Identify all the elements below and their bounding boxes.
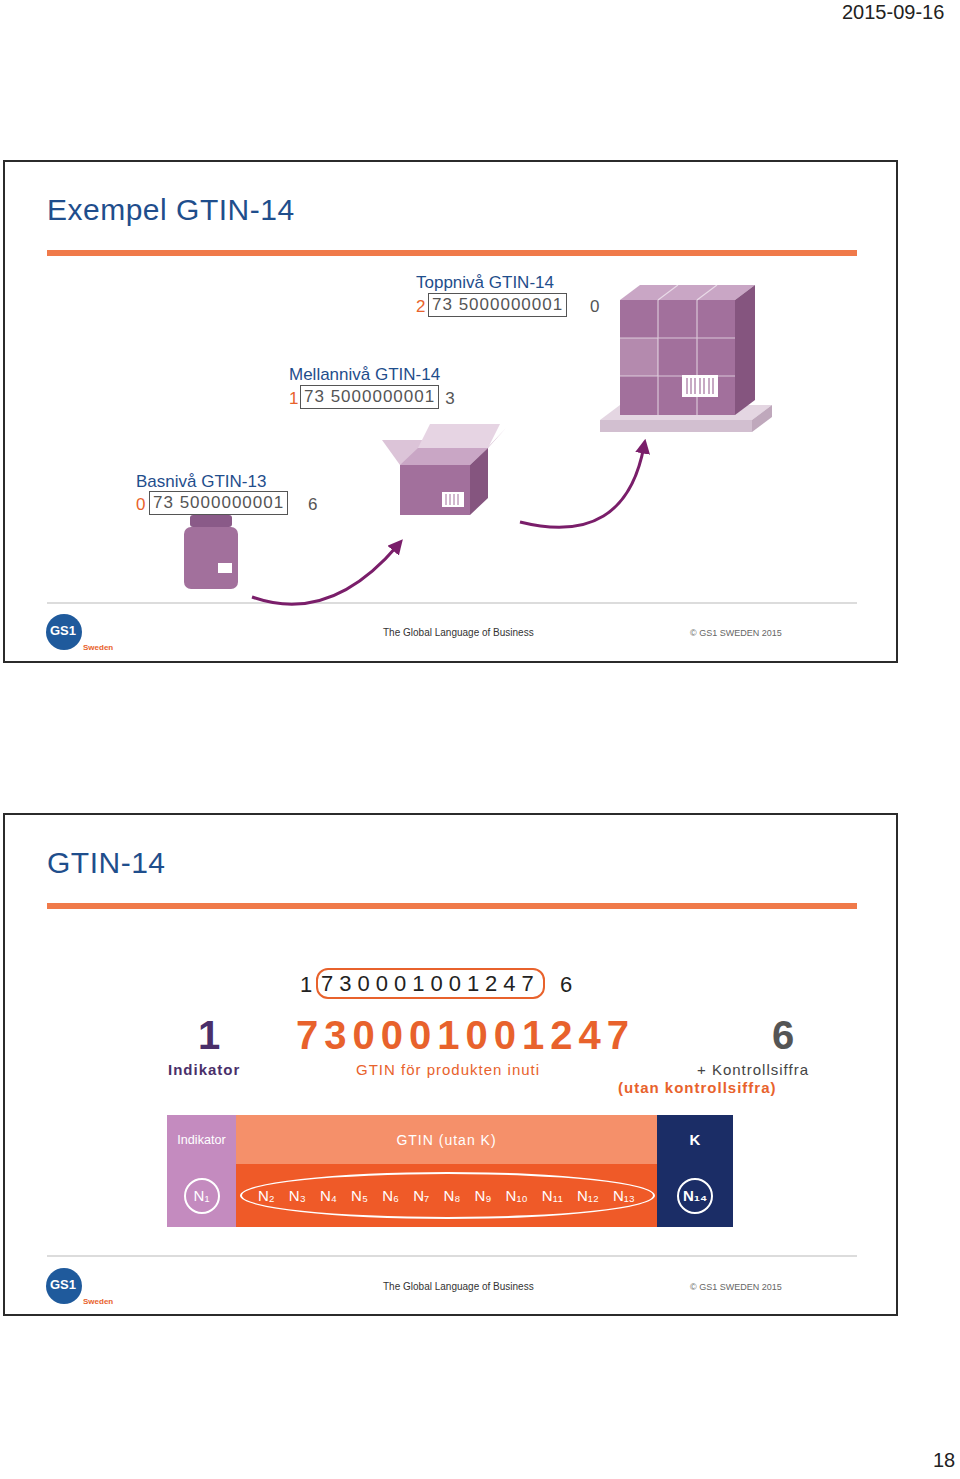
logo-circle (46, 614, 82, 650)
indicator-digit: 0 (136, 495, 145, 515)
footer-rule (47, 602, 857, 604)
digit-position: N₁ (184, 1178, 220, 1214)
level-heading: Basnivå GTIN-13 (136, 472, 266, 492)
digit-position: N₁₁ (542, 1187, 563, 1204)
digit-band: N₂ N₃ N₄ N₅ N₆ N₇ N₈ N₉ N₁₀ N₁₁ N₁₂ N₁₃ (236, 1164, 657, 1227)
digit-row: N₂ N₃ N₄ N₅ N₆ N₇ N₈ N₉ N₁₀ N₁₁ N₁₂ N₁₃ (258, 1187, 635, 1204)
digit-position: N₂ (258, 1187, 275, 1204)
accent-bar (47, 250, 857, 256)
level-heading: Mellannivå GTIN-14 (289, 365, 440, 385)
digit-position: N₁₃ (613, 1187, 635, 1204)
footer-rule (47, 1255, 857, 1257)
indicator-digit: 1 (300, 972, 312, 997)
header-cell: Indikator (167, 1115, 236, 1164)
slide-title: GTIN-14 (47, 846, 166, 880)
gtin-core: 730001001247 (296, 1012, 635, 1058)
digit-position: N₁₀ (506, 1187, 528, 1204)
slide-title: Exempel GTIN-14 (47, 193, 295, 227)
digit-position: N₃ (289, 1187, 306, 1204)
check-digit: 6 (560, 972, 572, 997)
level-heading: Toppnivå GTIN-14 (416, 273, 554, 293)
digit-position: N₈ (443, 1187, 460, 1204)
digit-position: N₄ (320, 1187, 337, 1204)
gtin-core: 73 5000000001 (149, 491, 288, 515)
logo-subtext: Sweden (83, 643, 113, 652)
digit-cell: N₁₄ (657, 1164, 733, 1227)
page-number: 18 (933, 1449, 955, 1472)
check-digit: 6 (772, 1012, 794, 1058)
header-cell: K (657, 1115, 733, 1164)
jar-illustration (184, 515, 238, 589)
digit-position: N₅ (351, 1187, 368, 1204)
gtin-core: 73 5000000001 (428, 293, 567, 317)
check-digit: 6 (308, 495, 317, 515)
carton-illustration (382, 424, 506, 515)
part-caption: (utan kontrollsiffra) (618, 1079, 777, 1096)
part-caption: + Kontrollsiffra (697, 1061, 809, 1078)
digit-position: N₁₂ (577, 1187, 599, 1204)
part-caption: Indikator (168, 1061, 240, 1078)
logo-text: GS1 (50, 1278, 76, 1293)
digit-cell: N₁ (167, 1164, 236, 1227)
digit-position: N₁₄ (677, 1178, 713, 1214)
digit-position: N₇ (413, 1187, 429, 1204)
flow-arrow (520, 446, 644, 527)
header-text: GTIN (utan K) (396, 1132, 496, 1148)
flow-arrow (252, 545, 398, 604)
footer-tagline: The Global Language of Business (383, 1281, 534, 1293)
part-caption: GTIN för produkten inuti (356, 1061, 540, 1078)
header-text: K (690, 1131, 701, 1148)
header-cell: GTIN (utan K) (236, 1115, 657, 1164)
header-text: Indikator (177, 1133, 225, 1147)
date-header: 2015-09-16 (842, 1, 944, 24)
accent-bar (47, 903, 857, 909)
pallet-illustration (600, 285, 772, 432)
logo-circle (46, 1268, 82, 1304)
indicator-digit: 1 (289, 389, 298, 409)
footer-copyright: © GS1 SWEDEN 2015 (690, 1282, 782, 1292)
logo-subtext: Sweden (83, 1297, 113, 1306)
check-digit: 3 (445, 389, 454, 409)
slide-frame: Exempel GTIN-14 (3, 160, 898, 663)
indicator-digit: 2 (416, 297, 425, 317)
gtin-core: 730001001247 (316, 968, 545, 999)
logo-text: GS1 (50, 624, 76, 639)
check-digit: 0 (590, 297, 599, 317)
footer-tagline: The Global Language of Business (383, 627, 534, 639)
digit-position: N₉ (475, 1187, 492, 1204)
gtin-core: 73 5000000001 (300, 385, 439, 409)
digit-position: N₆ (382, 1187, 399, 1204)
footer-copyright: © GS1 SWEDEN 2015 (690, 628, 782, 638)
indicator-digit: 1 (198, 1012, 220, 1058)
